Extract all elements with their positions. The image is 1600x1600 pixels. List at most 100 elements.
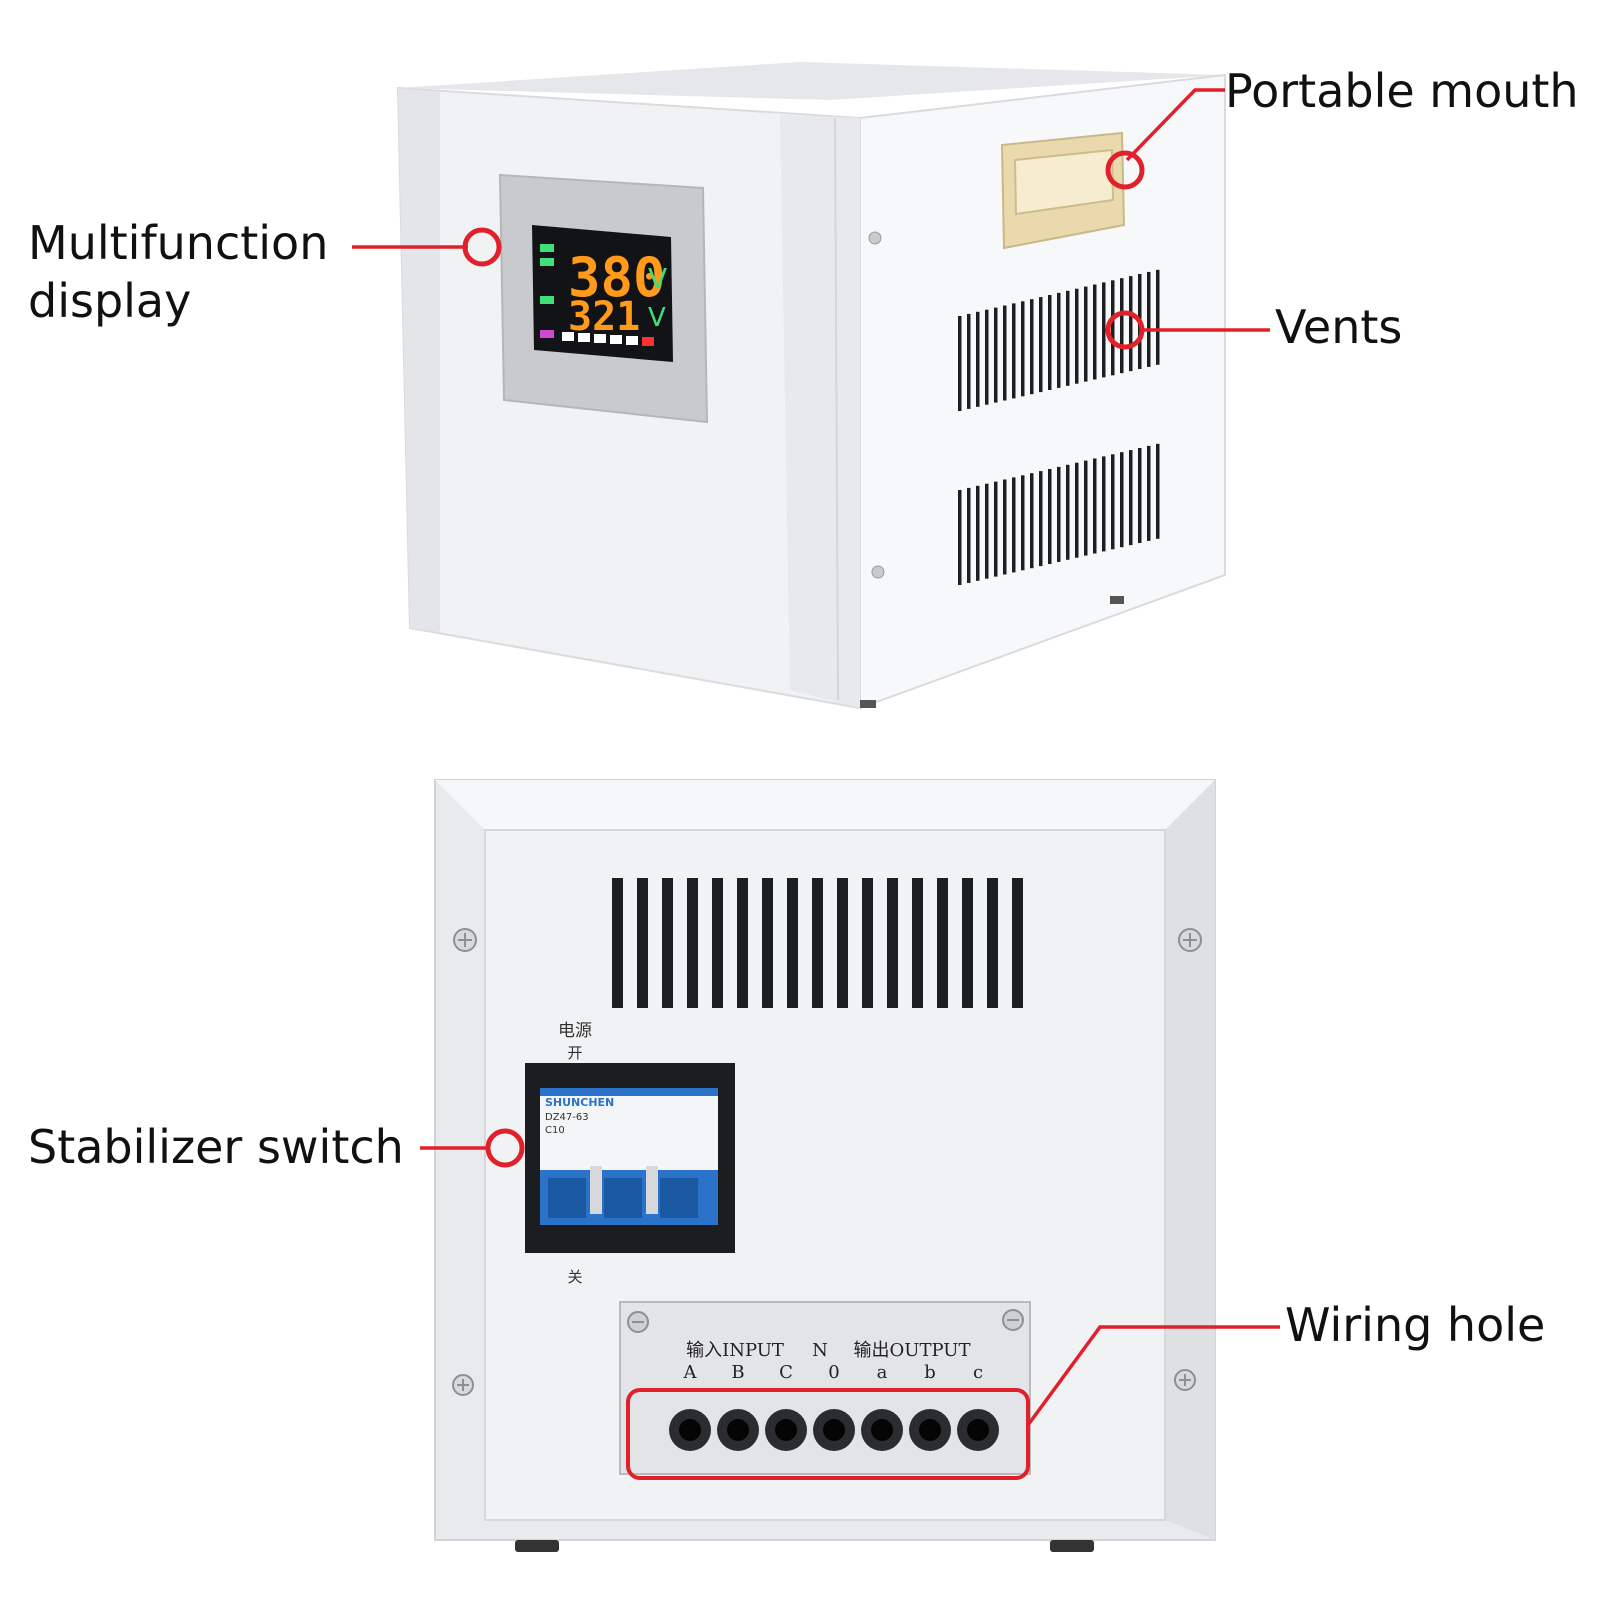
vent-slot xyxy=(1057,466,1061,562)
vent-slot xyxy=(737,878,748,1008)
vent-slot xyxy=(1039,297,1043,393)
callout-box-wiring xyxy=(626,1388,1030,1480)
terminal-letter: C xyxy=(779,1362,793,1383)
vent-slot xyxy=(1048,295,1052,390)
foot xyxy=(860,700,876,708)
vent-slot xyxy=(985,483,989,579)
vent-slot xyxy=(1012,477,1016,573)
vent-slot xyxy=(912,878,923,1008)
vent-slot xyxy=(937,878,948,1008)
vent-slot xyxy=(1147,445,1151,541)
vent-slot xyxy=(687,878,698,1008)
vent-slot xyxy=(712,878,723,1008)
breaker-face xyxy=(540,1088,718,1170)
vent-slot xyxy=(1084,286,1088,382)
wiring-hole-center xyxy=(679,1419,701,1441)
vent-slot xyxy=(1093,284,1097,380)
wiring-hole-center xyxy=(871,1419,893,1441)
vent-slot xyxy=(1012,303,1016,399)
vent-slot xyxy=(1147,271,1151,367)
terminal-output-label: 输出OUTPUT xyxy=(854,1340,971,1361)
vent-slot xyxy=(837,878,848,1008)
vent-slot xyxy=(1129,450,1133,546)
vent-slot xyxy=(1129,276,1133,372)
callout-multifunction-line1: Multifunction xyxy=(28,216,329,270)
vent-slot xyxy=(1156,443,1160,539)
vent-slot xyxy=(1003,479,1007,575)
vent-slot xyxy=(1075,462,1079,558)
wiring-hole-center xyxy=(919,1419,941,1441)
terminal-input-label: 输入INPUT xyxy=(686,1340,784,1361)
stabilizer-switch[interactable]: SHUNCHEN DZ47-63 C10 xyxy=(525,1063,735,1253)
vent-slot xyxy=(1093,458,1097,554)
terminal-letter: 0 xyxy=(828,1362,839,1383)
screw-icon xyxy=(871,565,885,579)
vent-slot xyxy=(1138,448,1142,543)
vent-slot xyxy=(1048,469,1052,564)
vent-slot xyxy=(1111,454,1115,550)
vent-slot xyxy=(987,878,998,1008)
breaker-on-label-2: 开 xyxy=(567,1044,582,1062)
vent-slot xyxy=(862,878,873,1008)
back-vents xyxy=(612,878,1023,1008)
callout-multifunction-line2: display xyxy=(28,274,192,328)
vent-slot xyxy=(1012,878,1023,1008)
callout-line-wiring xyxy=(1026,1325,1280,1427)
vent-slot xyxy=(1102,456,1106,552)
vent-slot xyxy=(1039,471,1043,567)
vent-slot xyxy=(662,878,673,1008)
vent-slot xyxy=(612,878,623,1008)
screw-icon xyxy=(1178,928,1202,952)
vent-slot xyxy=(1102,282,1106,378)
portable-handle xyxy=(1000,131,1126,250)
wiring-holes[interactable] xyxy=(669,1409,999,1451)
vent-slot xyxy=(1120,278,1124,374)
callout-marker-display xyxy=(462,227,502,267)
breaker-on-label: 电源 xyxy=(558,1021,592,1041)
terminal-neutral-label: N xyxy=(812,1340,828,1361)
callout-multifunction-display: Multifunction display xyxy=(28,214,328,330)
vent-slot xyxy=(962,878,973,1008)
vent-slot xyxy=(1030,473,1034,569)
vent-slot xyxy=(958,490,962,585)
front-flange-left xyxy=(398,88,440,632)
terminal-letter: a xyxy=(877,1362,888,1383)
screw-icon xyxy=(1002,1309,1024,1331)
callout-line-handle xyxy=(1125,88,1225,162)
screw-icon xyxy=(868,231,882,245)
bottom-cabinet: 电源 开 关 SHUNCHEN DZ47-63 C10 输入INPUT N 输出… xyxy=(434,779,1216,1552)
foot xyxy=(1050,1540,1094,1552)
vent-slot xyxy=(1057,292,1061,388)
callout-markers xyxy=(352,88,1280,1480)
vent-slot xyxy=(1021,301,1025,397)
callout-marker-vents xyxy=(1105,310,1145,350)
display-top-unit: V xyxy=(648,262,667,295)
vent-slot xyxy=(994,481,998,577)
terminal-letter: B xyxy=(731,1362,744,1383)
vent-slot xyxy=(637,878,648,1008)
vent-slot xyxy=(985,309,989,405)
wiring-hole-center xyxy=(823,1419,845,1441)
cabinet-top-surface xyxy=(398,62,1225,100)
multifunction-display xyxy=(532,225,673,362)
vent-slot xyxy=(1156,269,1160,365)
vent-slot xyxy=(976,485,980,581)
vent-slot xyxy=(887,878,898,1008)
wiring-hole-center xyxy=(775,1419,797,1441)
front-flange-right xyxy=(780,115,860,708)
vent-slot xyxy=(967,313,971,409)
foot xyxy=(1110,596,1124,604)
callout-marker-switch xyxy=(485,1128,525,1168)
display-bottom-unit: V xyxy=(648,303,666,333)
vent-slot xyxy=(812,878,823,1008)
breaker-brand: SHUNCHEN xyxy=(545,1096,614,1109)
vent-slot xyxy=(994,307,998,403)
breaker-off-label: 关 xyxy=(567,1268,582,1286)
screw-icon xyxy=(452,1374,474,1396)
terminal-letter: b xyxy=(924,1362,936,1383)
vent-slot xyxy=(1111,280,1115,376)
vent-slot xyxy=(787,878,798,1008)
vent-slot xyxy=(1030,299,1034,395)
vent-slot xyxy=(1084,460,1088,556)
